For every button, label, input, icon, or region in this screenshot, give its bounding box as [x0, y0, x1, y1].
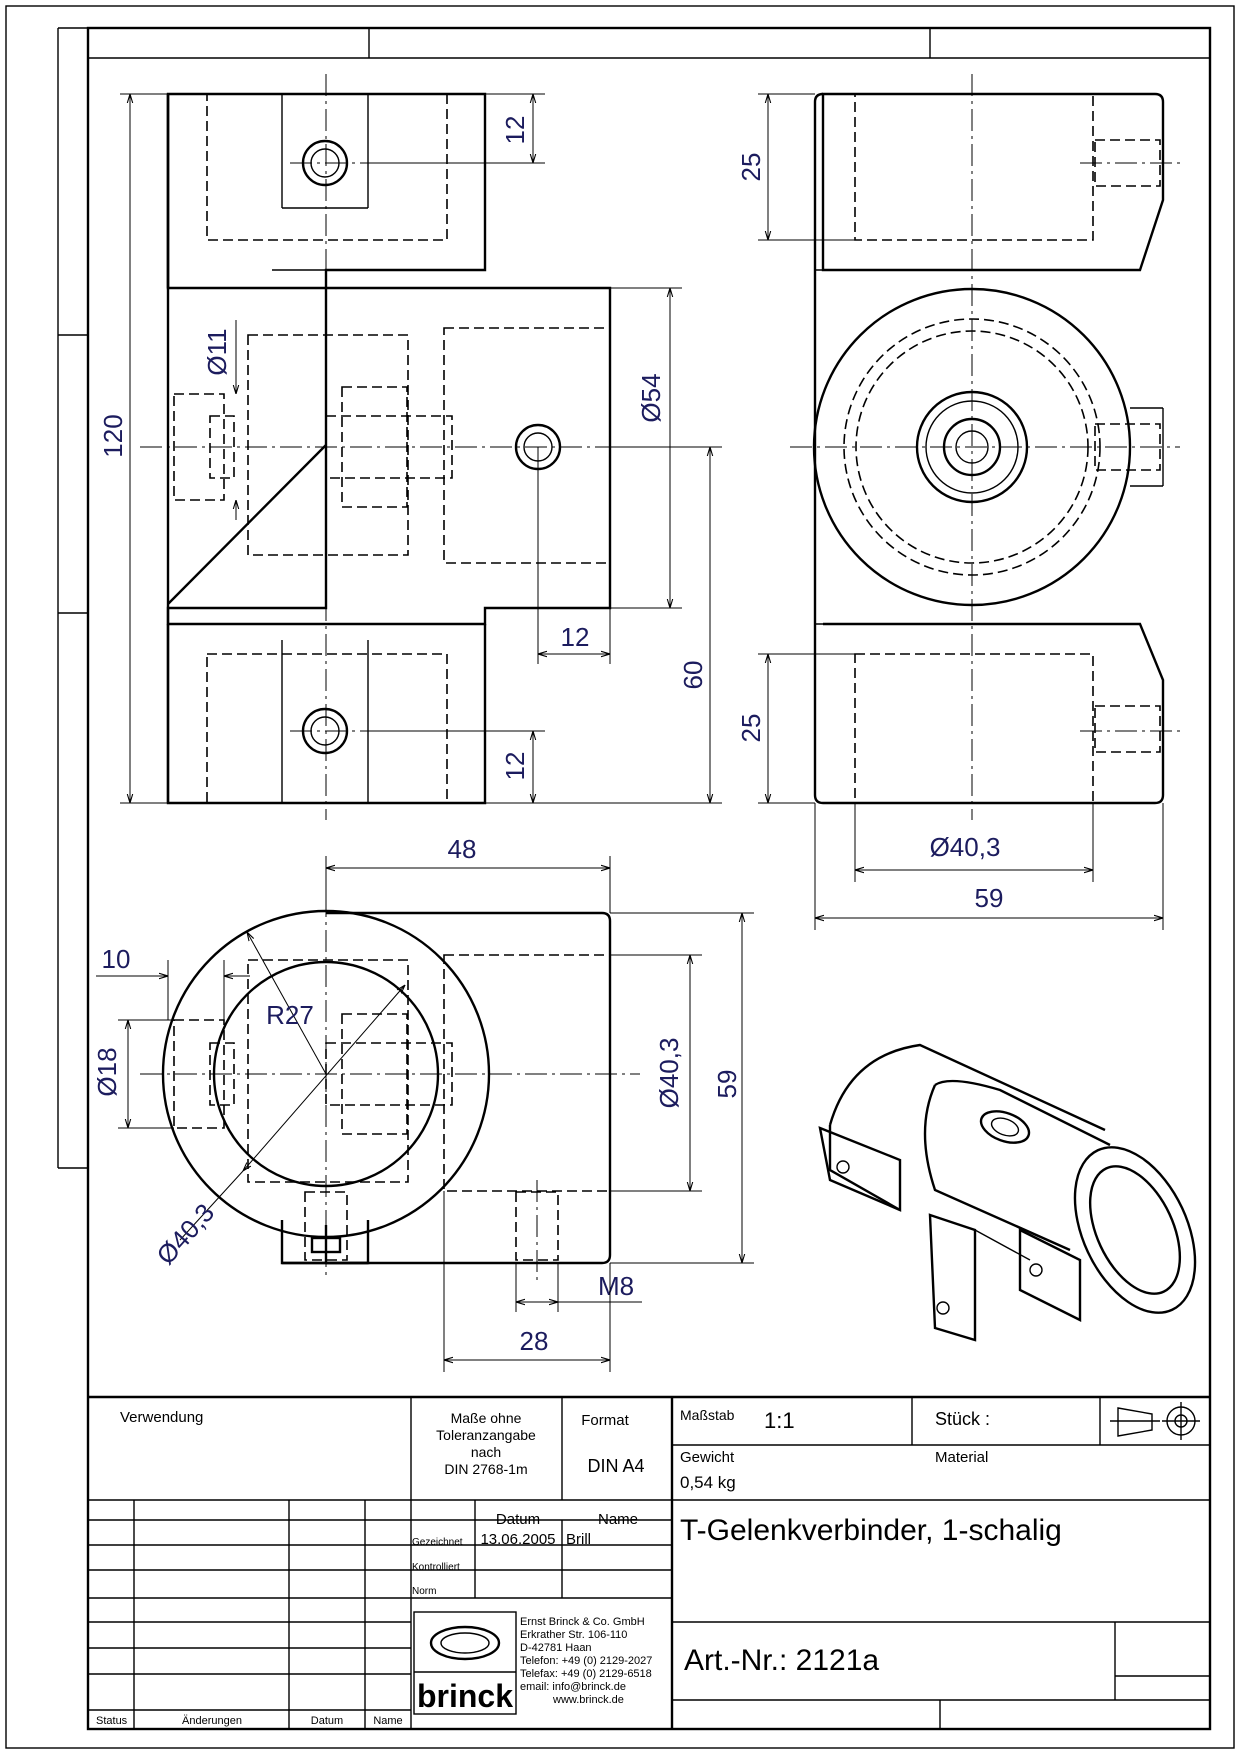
dim-side-59: 59	[975, 883, 1004, 913]
dim-side-25-bottom: 25	[736, 714, 766, 743]
rev-name-header: Name	[373, 1715, 402, 1727]
company-line-2: Erkrather Str. 106-110	[520, 1629, 627, 1641]
datum-header: Datum	[496, 1511, 540, 1528]
gewicht-label: Gewicht	[680, 1449, 735, 1466]
name-header: Name	[598, 1511, 638, 1528]
rev-datum-header: Datum	[311, 1715, 343, 1727]
dim-plan-d40-3-vert: Ø40,3	[654, 1038, 684, 1109]
gewicht-value: 0,54 kg	[680, 1473, 736, 1492]
kontrolliert-label: Kontrolliert	[412, 1562, 460, 1573]
dim-top-12: 12	[500, 116, 530, 145]
article-number: Art.-Nr.: 2121a	[684, 1644, 879, 1677]
company-line-5: Telefax: +49 (0) 2129-6518	[520, 1668, 652, 1680]
stueck-label: Stück :	[935, 1409, 990, 1429]
masse-line3: nach	[471, 1444, 501, 1460]
masse-line4: DIN 2768-1m	[444, 1461, 527, 1477]
company-line-7: www.brinck.de	[552, 1694, 624, 1706]
company-line-1: Ernst Brinck & Co. GmbH	[520, 1616, 645, 1628]
dim-side-d40-3: Ø40,3	[930, 832, 1001, 862]
norm-label: Norm	[412, 1586, 436, 1597]
dim-d11: Ø11	[202, 328, 232, 375]
sheet-frame	[5, 5, 1235, 1749]
side-view-dimensions: 25 25 Ø40,3 59	[736, 93, 1164, 930]
front-view	[140, 74, 640, 820]
company-line-4: Telefon: +49 (0) 2129-2027	[520, 1655, 652, 1667]
dim-plan-48: 48	[448, 834, 477, 864]
plan-view-dimensions: 48 10 Ø18 R27 Ø40,3 Ø40,3 59 M8 28	[92, 834, 754, 1372]
side-view	[790, 74, 1180, 820]
gezeichnet-datum: 13.06.2005	[480, 1531, 555, 1548]
gezeichnet-label: Gezeichnet	[412, 1537, 463, 1548]
dim-bottom-12: 12	[500, 752, 530, 781]
massstab-value: 1:1	[764, 1408, 795, 1433]
masse-line2: Toleranzangabe	[436, 1427, 536, 1443]
drawing-title: T-Gelenkverbinder, 1-schalig	[680, 1514, 1062, 1547]
gezeichnet-name: Brill	[566, 1531, 591, 1548]
masse-line1: Maße ohne	[451, 1410, 522, 1426]
material-label: Material	[935, 1449, 988, 1466]
massstab-label: Maßstab	[680, 1407, 735, 1423]
isometric-view	[818, 1043, 1197, 1342]
format-label: Format	[581, 1412, 629, 1429]
dim-d54: Ø54	[636, 373, 666, 422]
rev-status-header: Status	[96, 1715, 128, 1727]
dim-h-60: 60	[678, 661, 708, 690]
company-line-3: D-42781 Haan	[520, 1642, 592, 1654]
dim-plan-m8: M8	[598, 1271, 634, 1301]
dim-plan-d40-3-diag: Ø40,3	[150, 1198, 220, 1271]
verwendung-label: Verwendung	[120, 1409, 203, 1426]
dim-plan-59: 59	[712, 1070, 742, 1099]
dim-plan-d18: Ø18	[92, 1047, 122, 1096]
rev-aenderungen-header: Änderungen	[182, 1715, 242, 1727]
dim-plan-r27: R27	[266, 1000, 314, 1030]
company-line-6: email: info@brinck.de	[520, 1681, 626, 1693]
title-block	[88, 1395, 1210, 1729]
dim-mid-12: 12	[561, 622, 590, 652]
format-value: DIN A4	[587, 1456, 644, 1476]
dim-total-120: 120	[98, 414, 128, 457]
dim-plan-28: 28	[520, 1326, 549, 1356]
dim-plan-10: 10	[102, 944, 131, 974]
front-view-dimensions: 120 12 12 Ø54 60 12 Ø11	[98, 93, 722, 804]
brinck-logo-text: brinck	[417, 1678, 513, 1714]
dim-side-25-top: 25	[736, 153, 766, 182]
